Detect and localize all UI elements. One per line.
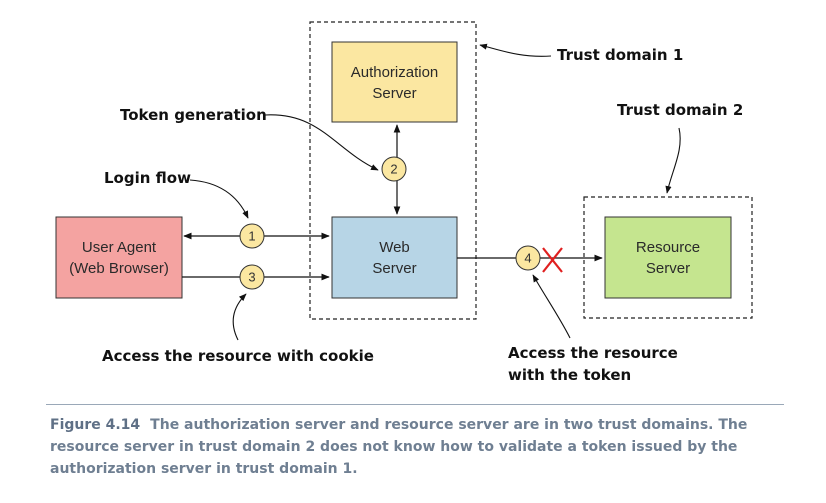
authorization-server-label-1: Authorization — [351, 64, 439, 81]
step-badge-circle-2 — [381, 156, 407, 182]
caption-text: The authorization server and resource se… — [50, 417, 748, 477]
step-badge-circle-4 — [515, 245, 541, 271]
user-agent-label-2: (Web Browser) — [69, 260, 169, 277]
leader-access-cookie — [232, 293, 247, 341]
web-server-label-1: Web — [379, 239, 410, 256]
leader-login-flow — [189, 179, 249, 219]
callout-access-token-2: with the token — [508, 366, 631, 384]
resource-server-box — [604, 216, 732, 299]
web-server-label-2: Server — [372, 260, 416, 277]
resource-server-label-1: Resource — [636, 239, 700, 256]
resource-server-label-2: Server — [646, 260, 690, 277]
web-server-box — [331, 216, 458, 299]
trust-domain-diagram: Authorization Server Web Server User Age… — [55, 21, 753, 384]
callout-access-cookie: Access the resource with cookie — [102, 347, 374, 365]
trust-domain-2-boundary — [583, 196, 753, 319]
leader-access-token — [532, 274, 571, 339]
step-badge-2: 2 — [390, 162, 397, 177]
authorization-server-label-2: Server — [372, 85, 416, 102]
figure-label: Figure 4.14 — [50, 417, 141, 433]
leader-token-generation — [264, 114, 379, 171]
callout-access-token-1: Access the resource — [508, 344, 678, 362]
step-badge-circle-1 — [239, 223, 265, 249]
trust-domain-1-boundary — [309, 21, 477, 320]
callout-trust-domain-2: Trust domain 2 — [617, 101, 743, 119]
user-agent-box — [55, 216, 183, 299]
blocked-x-icon — [542, 247, 563, 273]
callout-trust-domain-1: Trust domain 1 — [557, 46, 683, 64]
callout-login-flow: Login flow — [104, 169, 191, 187]
callout-token-generation: Token generation — [120, 106, 267, 124]
step-badge-4: 4 — [524, 251, 531, 266]
user-agent-label-1: User Agent — [82, 239, 157, 256]
authorization-server-box — [331, 41, 458, 123]
leader-trust-domain-1 — [479, 43, 552, 57]
caption-divider — [46, 404, 784, 405]
step-badge-3: 3 — [248, 270, 255, 285]
step-badge-1: 1 — [248, 229, 255, 244]
leader-trust-domain-2 — [665, 127, 681, 194]
step-badge-circle-3 — [239, 264, 265, 290]
